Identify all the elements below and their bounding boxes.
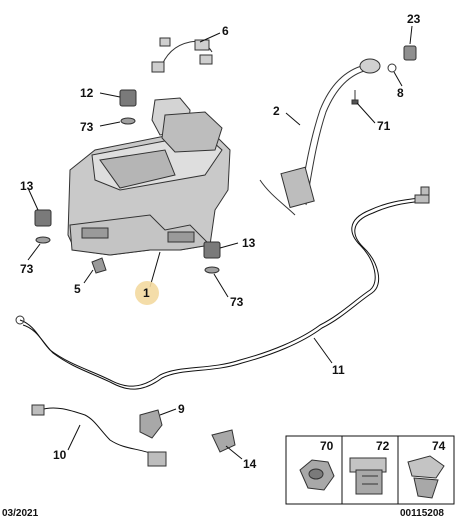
footer-code: 00115208 bbox=[400, 508, 444, 519]
mount-13-right bbox=[203, 241, 221, 274]
legend-item-72: 72 bbox=[376, 439, 390, 453]
sensor-connector bbox=[151, 37, 213, 73]
label-6: 6 bbox=[222, 24, 229, 38]
label-71: 71 bbox=[377, 119, 391, 133]
harness-10 bbox=[31, 404, 167, 467]
label-73: 73 bbox=[230, 295, 244, 309]
hose-11 bbox=[15, 186, 430, 390]
filler-pipe bbox=[259, 58, 381, 216]
leader-lines bbox=[27, 25, 413, 460]
nut-icon bbox=[299, 459, 335, 491]
label-5: 5 bbox=[74, 282, 81, 296]
highlight-part-1: 1 bbox=[135, 281, 159, 305]
bracket-14 bbox=[211, 429, 236, 453]
clip-5 bbox=[91, 257, 107, 274]
label-1: 1 bbox=[143, 286, 150, 300]
label-11: 11 bbox=[332, 363, 345, 377]
screw-71 bbox=[351, 90, 359, 105]
callout-labels: 23 6 8 12 73 2 71 13 73 13 5 73 11 9 10 … bbox=[20, 12, 421, 471]
legend-item-74: 74 bbox=[432, 439, 446, 453]
label-12: 12 bbox=[80, 86, 94, 100]
mount-13-left bbox=[34, 209, 52, 244]
legend-box: 70 72 74 bbox=[285, 435, 455, 505]
label-13: 13 bbox=[242, 236, 256, 250]
label-23: 23 bbox=[407, 12, 421, 26]
mount-12 bbox=[119, 89, 137, 125]
label-13: 13 bbox=[20, 179, 34, 193]
footer-date: 03/2021 bbox=[2, 508, 39, 519]
adblue-tank bbox=[67, 97, 231, 256]
cap-23 bbox=[403, 45, 417, 61]
clip-icon bbox=[349, 457, 387, 495]
label-73: 73 bbox=[20, 262, 34, 276]
label-14: 14 bbox=[243, 457, 257, 471]
label-9: 9 bbox=[178, 402, 185, 416]
label-8: 8 bbox=[397, 86, 404, 100]
label-73: 73 bbox=[80, 120, 94, 134]
label-2: 2 bbox=[273, 104, 280, 118]
bracket-9 bbox=[139, 409, 163, 439]
label-10: 10 bbox=[53, 448, 67, 462]
legend-item-70: 70 bbox=[320, 439, 334, 453]
ring-8 bbox=[387, 63, 397, 73]
fastener-icon bbox=[407, 455, 445, 499]
